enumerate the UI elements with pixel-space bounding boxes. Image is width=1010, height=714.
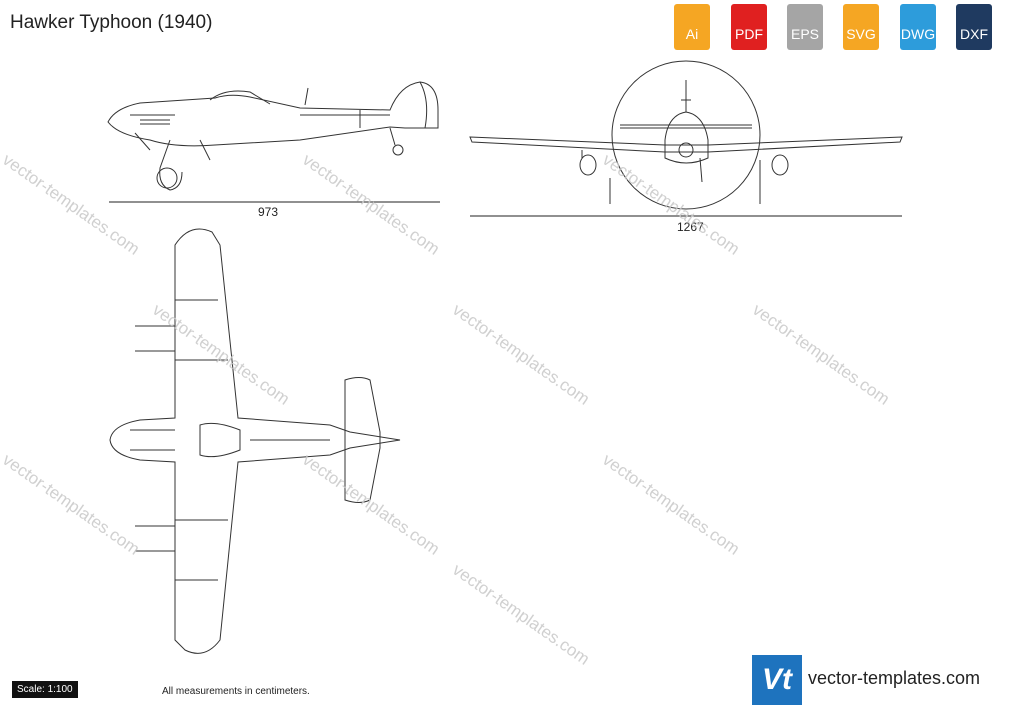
ai-file-sheet xyxy=(674,4,710,50)
ai-format-label: Ai xyxy=(685,26,699,42)
scale-badge: Scale: 1:100 xyxy=(12,681,78,698)
page-title: Hawker Typhoon (1940) xyxy=(10,12,213,33)
logo-text: Vt xyxy=(762,663,792,696)
pdf-file-sheet xyxy=(731,4,767,50)
svg-format-icon[interactable]: SVG xyxy=(839,4,883,52)
dwg-format-label: DWG xyxy=(900,26,936,42)
side-view xyxy=(107,81,439,191)
svg-format-label: SVG xyxy=(846,26,876,42)
site-name-link[interactable]: vector-templates.com xyxy=(808,668,981,688)
dxf-format-icon[interactable]: DXF xyxy=(952,4,996,52)
eps-format-icon[interactable]: EPS xyxy=(783,4,827,52)
measurement-note: All measurements in centimeters. xyxy=(162,686,310,697)
pdf-format-label: PDF xyxy=(735,26,763,42)
dwg-format-icon[interactable]: DWG xyxy=(896,4,940,52)
eps-format-label: EPS xyxy=(790,26,819,42)
wing-span-dimension: 1267 xyxy=(677,220,704,234)
ai-format-icon[interactable]: Ai xyxy=(670,4,714,52)
dxf-file-sheet xyxy=(956,4,992,50)
vt-logo-icon[interactable]: Vt xyxy=(752,655,802,705)
dwg-file-sheet xyxy=(900,4,936,50)
eps-file-sheet xyxy=(787,4,823,50)
front-view xyxy=(469,60,903,210)
top-view xyxy=(109,228,401,654)
side-length-dimension: 973 xyxy=(258,205,279,219)
pdf-format-icon[interactable]: PDF xyxy=(727,4,771,52)
dxf-format-label: DXF xyxy=(960,26,988,42)
svg-file-sheet xyxy=(843,4,879,50)
